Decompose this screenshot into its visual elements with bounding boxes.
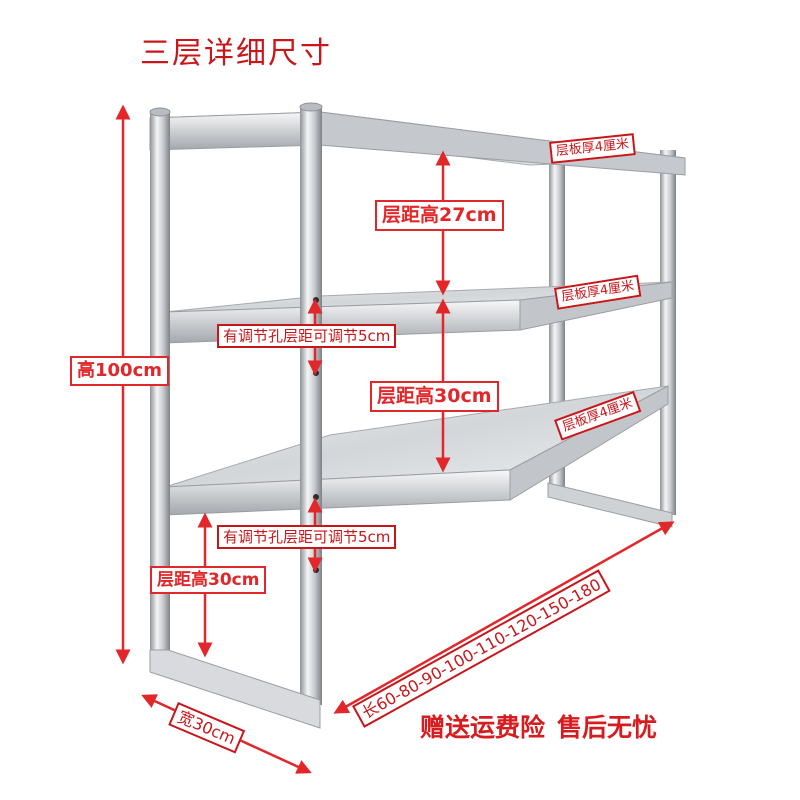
page-title: 三层详细尺寸 bbox=[140, 36, 332, 71]
top-shelf-edge bbox=[149, 111, 321, 151]
promo-footer: 赠送运费险售后无忧 bbox=[420, 708, 669, 744]
promo-freight-insurance: 赠送运费险 bbox=[420, 713, 546, 742]
adjust-lower-label: 有调节孔层距可调节5cm bbox=[217, 525, 397, 549]
gap-bottom-label: 层距高30cm bbox=[150, 566, 267, 595]
height-total-label: 高100cm bbox=[70, 356, 169, 386]
promo-after-sales: 售后无忧 bbox=[557, 713, 658, 742]
back-right-post bbox=[660, 150, 676, 515]
gap-middle-label: 层距高30cm bbox=[370, 381, 499, 412]
back-foot-bar bbox=[547, 482, 673, 528]
length-arrow bbox=[333, 521, 675, 714]
adjust-upper-label: 有调节孔层距可调节5cm bbox=[217, 324, 397, 348]
gap-top-label: 层距高27cm bbox=[375, 200, 504, 231]
front-right-post bbox=[300, 105, 322, 705]
